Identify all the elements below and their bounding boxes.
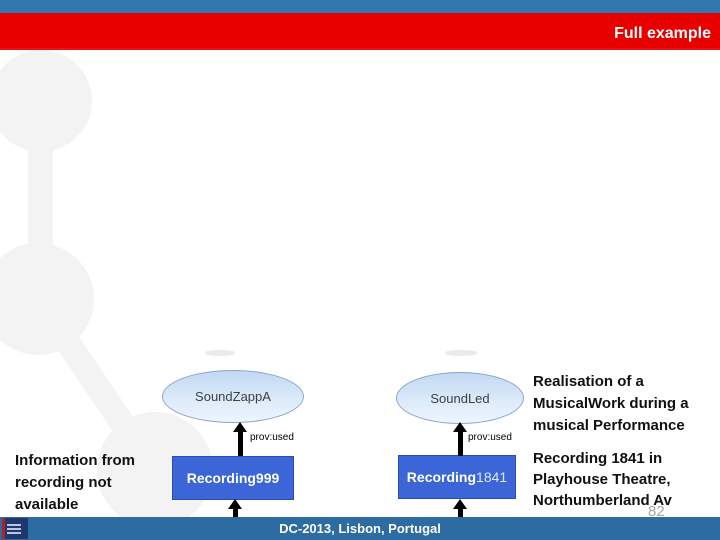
note-line: Information from [15,452,135,469]
diagram-node-soundled: SoundLed [396,372,524,424]
arrowhead [453,499,467,509]
arrowhead [228,499,242,509]
node-label-light: 1841 [476,469,508,485]
note-recording-1841: Recording 1841 in Playhouse Theatre, Nor… [533,448,672,511]
arrowhead [233,422,247,432]
logo-decoration [7,523,21,526]
footer-bar: DC-2013, Lisbon, Portugal [0,517,720,540]
note-line: Northumberland Av [533,492,672,509]
logo-decoration [7,527,21,530]
arrow-shaft [232,509,238,518]
arrow-up-icon [453,422,467,456]
page-number: 82 [648,503,665,520]
node-label-bold: Recording [406,469,477,485]
note-line: MusicalWork during a [533,395,689,412]
watermark-artifact [445,350,477,356]
watermark-artifact [205,350,235,356]
note-line: Recording 1841 in [533,450,663,467]
arrow-up-icon [233,422,247,456]
node-label: SoundLed [430,390,490,406]
watermark-connector [28,140,53,258]
diagram-node-soundzappa: SoundZappA [162,370,304,423]
conference-logo-icon [2,518,28,539]
edge-label-prov-used: prov:used [250,432,294,443]
watermark-circle [0,50,92,152]
arrow-shaft [457,509,463,518]
note-line: recording not [15,474,112,491]
note-line: available [15,496,79,513]
footer-conference-label: DC-2013, Lisbon, Portugal [279,521,441,536]
top-accent-bar [0,0,720,13]
slide-header: Full example [0,13,720,50]
arrow-shaft [457,432,463,456]
arrow-shaft [237,432,243,456]
note-line: Playhouse Theatre, [533,471,671,488]
arrow-up-icon [453,499,467,518]
edge-label-prov-used: prov:used [468,432,512,443]
node-label: Recording999 [186,470,280,486]
note-information-unavailable: Information from recording not available [15,450,135,516]
note-realisation: Realisation of a MusicalWork during a mu… [533,371,689,437]
note-line: Realisation of a [533,373,644,390]
arrowhead [453,422,467,432]
note-line: musical Performance [533,417,685,434]
arrow-up-icon [228,499,242,518]
node-label: SoundZappA [195,389,271,404]
logo-decoration [7,531,21,534]
slide-title: Full example [614,24,711,42]
diagram-node-recording999: Recording999 [172,456,294,500]
